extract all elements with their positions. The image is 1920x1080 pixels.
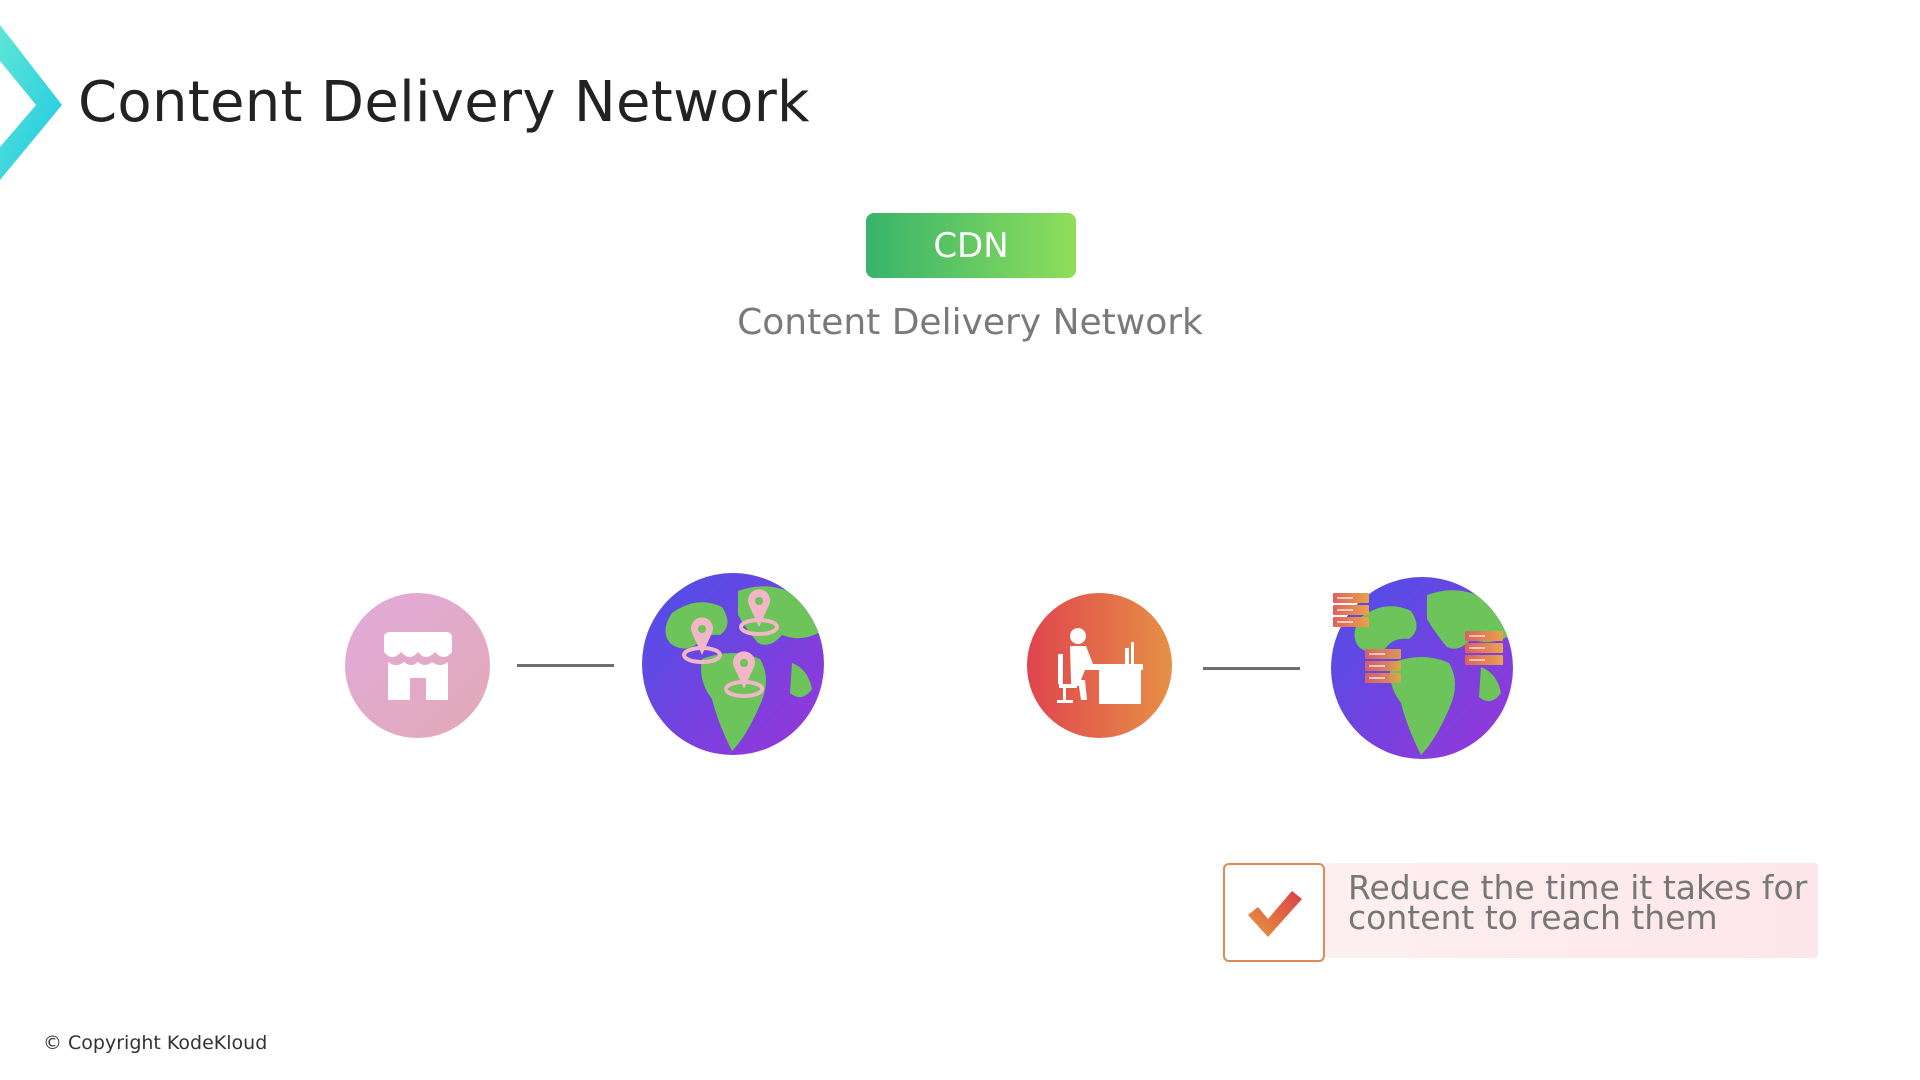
benefit-panel: Reduce the time it takes for content to … [1325, 863, 1818, 958]
store-icon [383, 631, 452, 700]
cdn-subtitle: Content Delivery Network [737, 302, 1203, 343]
check-box [1223, 863, 1325, 962]
globe-servers-icon [1331, 577, 1513, 759]
page-title: Content Delivery Network [78, 70, 810, 135]
copyright-text: © Copyright KodeKloud [43, 1032, 268, 1054]
globe-pins-icon [642, 573, 824, 755]
store-node [345, 593, 490, 738]
cdn-badge: CDN [866, 213, 1076, 278]
developer-node [1027, 593, 1172, 738]
checkmark-icon [1248, 890, 1302, 937]
chevron-logo-icon [0, 25, 62, 180]
benefit-text: Reduce the time it takes for content to … [1348, 868, 1808, 937]
connector-line [1203, 667, 1300, 670]
developer-desk-icon [1056, 627, 1143, 704]
connector-line [517, 664, 614, 667]
